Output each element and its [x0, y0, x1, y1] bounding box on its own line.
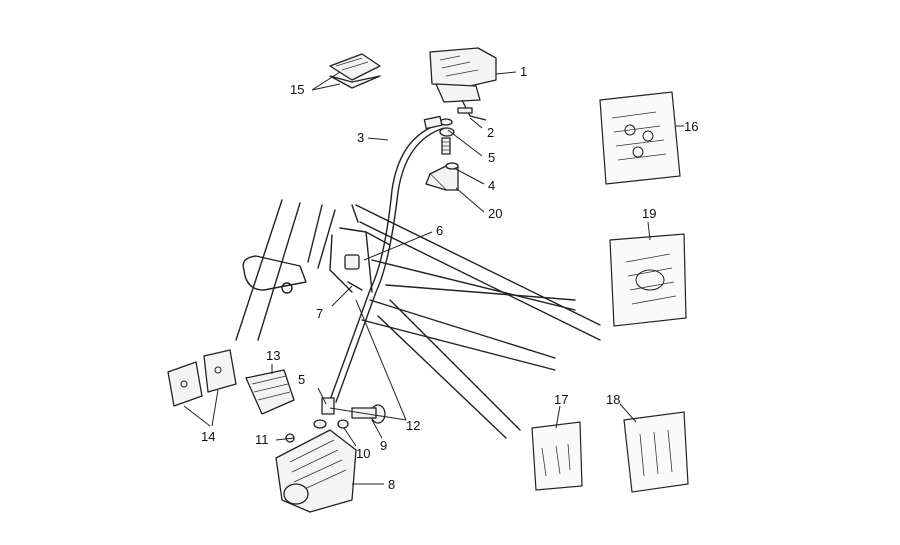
kit-bag-17	[531, 421, 583, 491]
callout-8: 8	[388, 477, 395, 492]
callout-3: 3	[357, 130, 364, 145]
callout-2: 2	[487, 125, 494, 140]
callout-19: 19	[642, 206, 656, 221]
callout-4: 4	[488, 178, 495, 193]
kit-bag-19	[609, 233, 687, 327]
leader-lines	[183, 71, 684, 485]
callout-6: 6	[436, 223, 443, 238]
callout-14: 14	[201, 429, 215, 444]
callout-13: 13	[266, 348, 280, 363]
callout-7: 7	[316, 306, 323, 321]
callout-labels: 1 2 3 4 5 5 6 7 8 9 10 11 12 13 14 15 16…	[201, 64, 698, 492]
callout-5-lower: 5	[298, 372, 305, 387]
callout-15: 15	[290, 82, 304, 97]
callout-12: 12	[406, 418, 420, 433]
brake-hose	[321, 115, 445, 415]
callout-18: 18	[606, 392, 620, 407]
kit-bag-18	[623, 411, 689, 493]
kit-bag-16	[599, 91, 681, 185]
callout-17: 17	[554, 392, 568, 407]
master-cylinder	[429, 47, 497, 121]
callout-9: 9	[380, 438, 387, 453]
reservoir-cap	[329, 53, 381, 89]
brake-caliper	[275, 429, 357, 513]
callout-1: 1	[520, 64, 527, 79]
callout-5-upper: 5	[488, 150, 495, 165]
brake-pads	[167, 349, 237, 407]
callout-11: 11	[255, 432, 269, 447]
callout-16: 16	[684, 119, 698, 134]
pad-shim	[245, 369, 295, 415]
banjo-fittings	[425, 118, 459, 191]
callout-10: 10	[356, 446, 370, 461]
callout-20: 20	[488, 206, 502, 221]
motorcycle-frame	[235, 199, 601, 439]
